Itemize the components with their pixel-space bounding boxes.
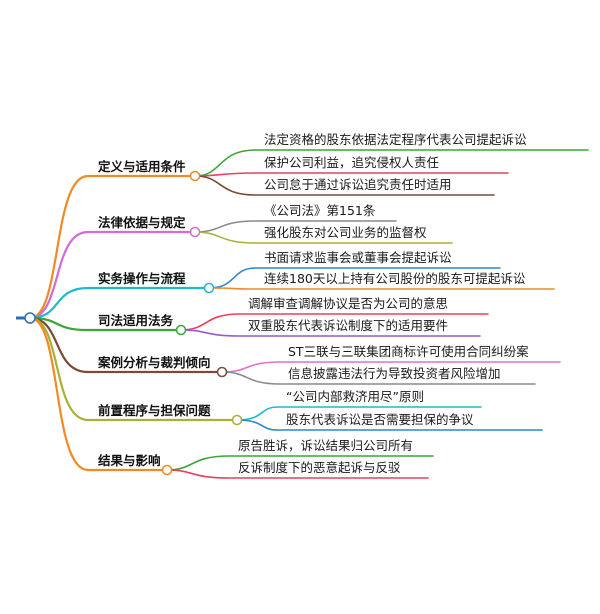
- mindmap-knobs: [24, 170, 243, 476]
- branch-label: 结果与影响: [98, 453, 161, 468]
- mindmap-labels: 定义与适用条件 法定资格的股东依据法定程序代表公司提起诉讼保护公司利益，追究侵权人…: [97, 132, 529, 475]
- leaf-connector: [166, 455, 434, 471]
- leaf-connector: [194, 149, 589, 177]
- branch-collapse-knob[interactable]: [175, 324, 187, 336]
- branch-collapse-knob[interactable]: [216, 366, 228, 378]
- leaf-label: 反诉制度下的恶意起诉与反驳: [238, 460, 401, 475]
- leaf-label: 《公司法》第151条: [264, 203, 376, 218]
- leaf-connector: [180, 313, 489, 331]
- leaf-label: 法定资格的股东依据法定程序代表公司提起诉讼: [264, 132, 527, 147]
- branch-label: 定义与适用条件: [97, 159, 186, 174]
- branch-connector: [28, 286, 90, 320]
- leaf-label: 书面请求监事会或董事会提起诉讼: [264, 250, 452, 265]
- branch-collapse-knob[interactable]: [189, 170, 201, 182]
- branch-connector: [28, 316, 90, 332]
- leaf-label: 公司怠于通过诉讼追究责任时适用: [264, 177, 452, 192]
- root-knob[interactable]: [24, 312, 36, 324]
- leaf-label: 原告胜诉，诉讼结果归公司所有: [238, 438, 413, 453]
- leaf-connector: [166, 469, 429, 479]
- branch-collapse-knob[interactable]: [189, 226, 201, 238]
- leaf-label: 双重股东代表诉讼制度下的适用要件: [248, 318, 448, 333]
- leaf-label: “公司内部救济用尽”原则: [286, 389, 424, 404]
- branch-connector: [28, 230, 90, 320]
- branch-connector: [28, 316, 90, 472]
- branch-collapse-knob[interactable]: [231, 414, 243, 426]
- branch-label: 案例分析与裁判倾向: [97, 355, 211, 370]
- leaf-label: 强化股东对公司业务的监督权: [264, 225, 427, 240]
- leaf-label: ST三联与三联集团商标许可使用合同纠纷案: [288, 344, 529, 359]
- branch-label: 法律依据与规定: [98, 215, 186, 230]
- branch-collapse-knob[interactable]: [203, 282, 215, 294]
- branch-label: 司法适用法务: [98, 313, 174, 328]
- leaf-label: 调解审查调解协议是否为公司的意思: [248, 296, 448, 311]
- branch-collapse-knob[interactable]: [161, 464, 173, 476]
- leaf-connector: [236, 419, 543, 431]
- leaf-connector: [194, 175, 495, 196]
- leaf-label: 保护公司利益，追究侵权人责任: [264, 155, 439, 170]
- mindmap-links: [16, 149, 589, 479]
- leaf-connector: [180, 329, 481, 337]
- leaf-label: 连续180天以上持有公司股份的股东可提起诉讼: [264, 271, 525, 286]
- leaf-connector: [221, 371, 536, 385]
- leaf-label: 信息披露违法行为导致投资者风险增加: [288, 366, 501, 381]
- branch-label: 前置程序与担保问题: [98, 403, 211, 418]
- leaf-connector: [194, 172, 509, 177]
- branch-connector: [28, 316, 90, 374]
- leaf-connector: [194, 231, 453, 244]
- leaf-label: 股东代表诉讼是否需要担保的争议: [286, 412, 474, 427]
- leaf-connector: [208, 287, 555, 290]
- branch-connector: [28, 174, 90, 320]
- branch-label: 实务操作与流程: [98, 271, 186, 286]
